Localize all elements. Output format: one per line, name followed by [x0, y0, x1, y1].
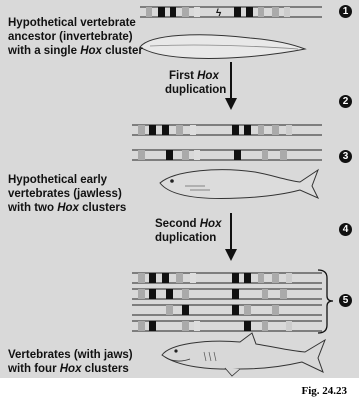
- duplication-arrow-2: [225, 213, 237, 261]
- ancestor-organism-illustration: [140, 35, 305, 59]
- jawed-caption: Vertebrates (with jaws) with four Hox cl…: [8, 348, 133, 376]
- jawless-caption: Hypothetical early vertebrates (jawless)…: [8, 173, 126, 215]
- duplication-arrow-1: [225, 62, 237, 110]
- second-duplication-label: Second Hox duplication: [155, 217, 221, 245]
- svg-text:ϟ: ϟ: [216, 8, 222, 19]
- figure-label: Fig. 24.23: [301, 385, 347, 397]
- first-duplication-label: First Hox duplication: [165, 69, 226, 97]
- hox-clusters-four: [132, 273, 322, 331]
- step-badge-1: 1: [339, 5, 352, 18]
- step-badge-4: 4: [339, 223, 352, 236]
- ancestor-caption: Hypothetical vertebrate ancestor (invert…: [8, 16, 143, 58]
- jawed-fish-illustration: [162, 333, 325, 376]
- jawless-fish-illustration: [160, 170, 318, 199]
- step-badge-2: 2: [339, 95, 352, 108]
- cluster-brace: [318, 270, 333, 333]
- step-badge-3: 3: [339, 150, 352, 163]
- hox-clusters-two: [132, 125, 322, 160]
- step-badge-5: 5: [339, 294, 352, 307]
- hox-cluster-ancestor: ϟ: [140, 7, 322, 19]
